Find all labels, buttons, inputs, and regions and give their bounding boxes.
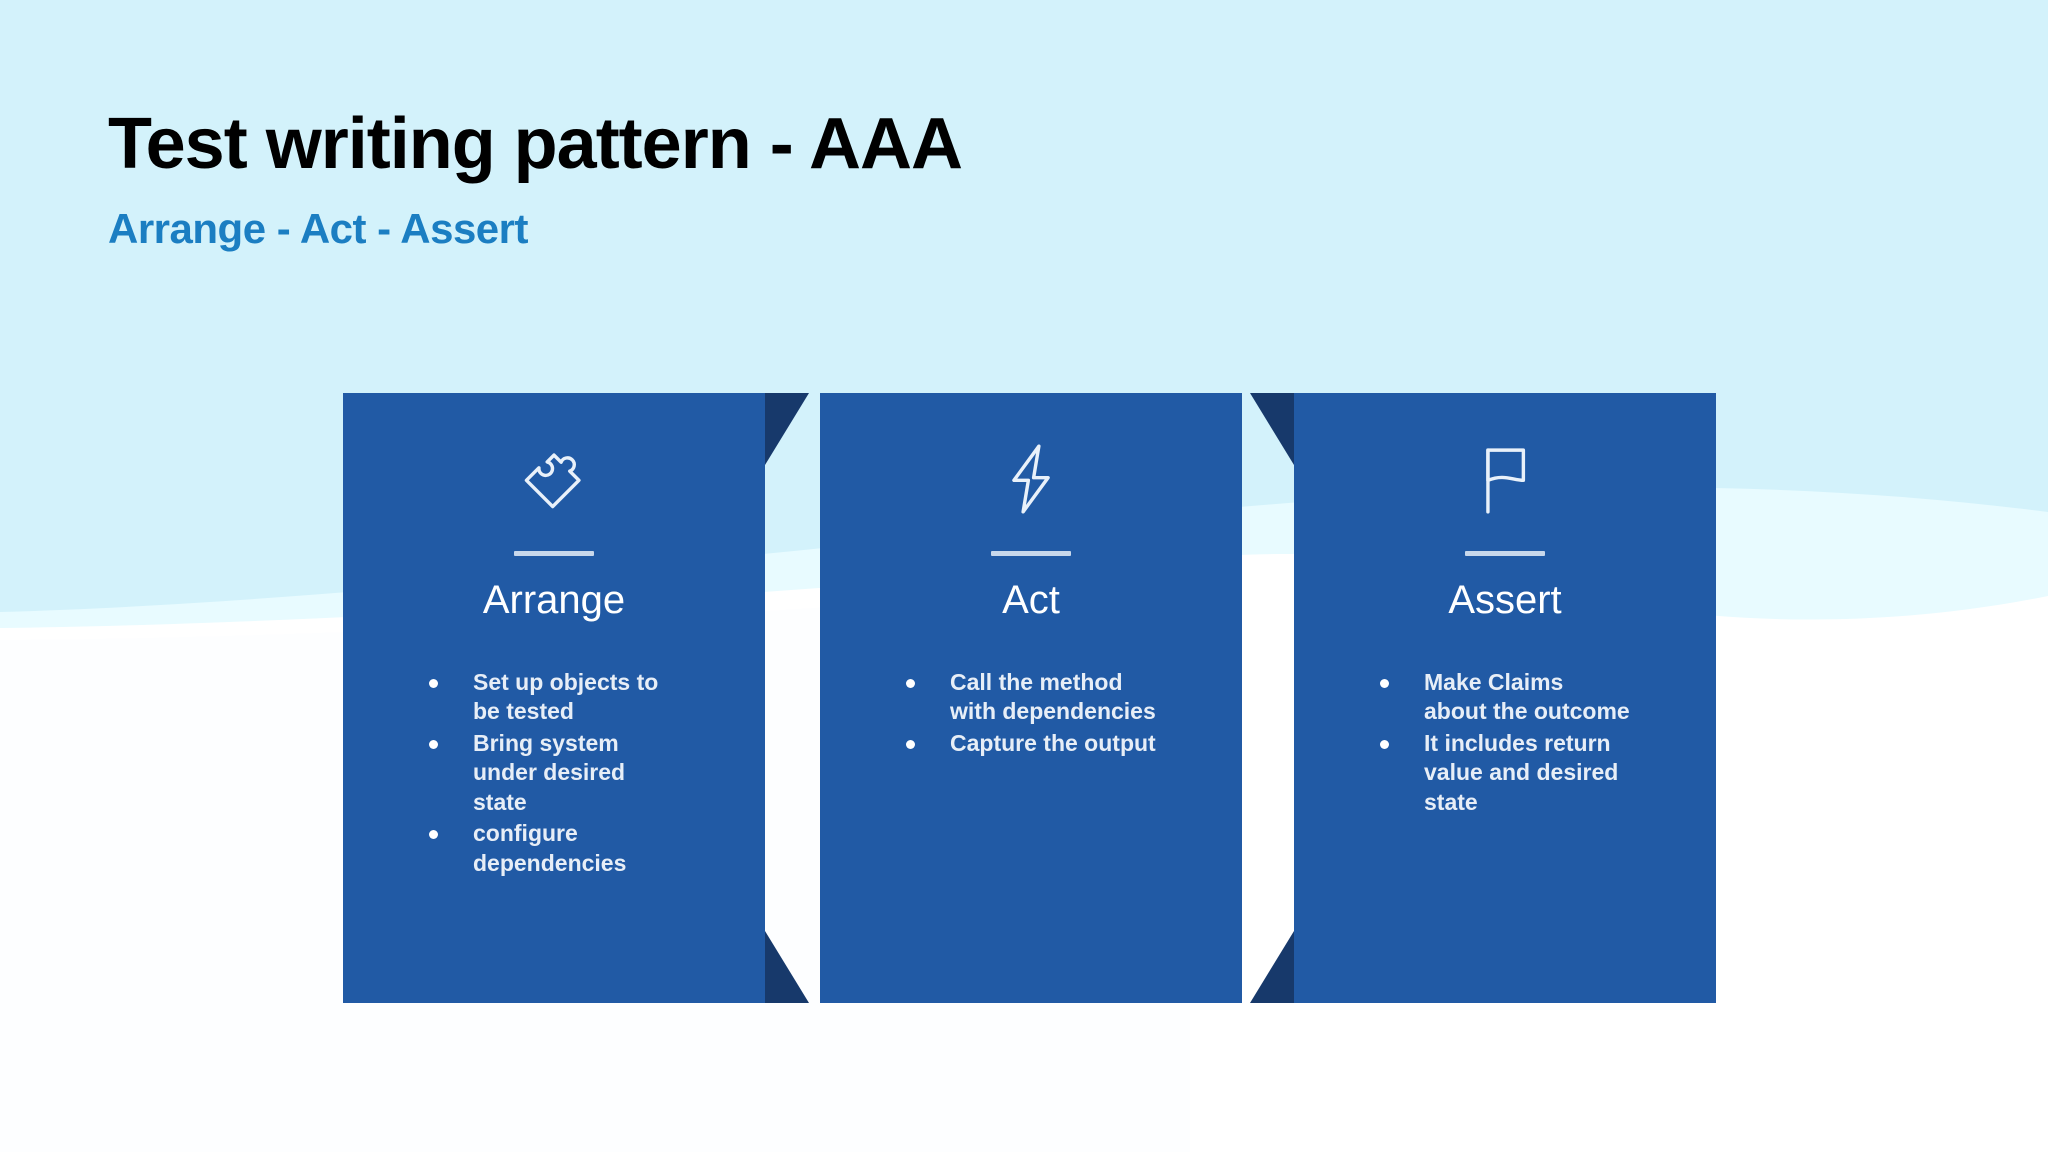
flag-icon bbox=[1463, 437, 1547, 521]
card-title: Assert bbox=[1448, 578, 1562, 622]
page-subtitle: Arrange - Act - Assert bbox=[108, 205, 529, 252]
card-act[interactable]: Act Call the method with dependencies Ca… bbox=[820, 393, 1242, 1003]
ribbon-fold-top-right-card-1 bbox=[765, 393, 809, 465]
card-divider bbox=[514, 551, 594, 556]
page-title: Test writing pattern - AAA bbox=[108, 104, 963, 184]
list-item: Make Claims about the outcome bbox=[1380, 668, 1630, 727]
ribbon-fold-top-left-card-3 bbox=[1250, 393, 1294, 465]
ribbon-fold-bottom-right-card-1 bbox=[765, 931, 809, 1003]
card-divider bbox=[991, 551, 1071, 556]
card-bullet-list: Call the method with dependencies Captur… bbox=[906, 668, 1156, 758]
list-item: Bring system under desired state bbox=[429, 729, 679, 817]
card-title: Arrange bbox=[482, 578, 626, 622]
ribbon-fold-bottom-left-card-3 bbox=[1250, 931, 1294, 1003]
list-item: Call the method with dependencies bbox=[906, 668, 1156, 727]
card-bullet-list: Set up objects to be tested Bring system… bbox=[429, 668, 679, 878]
card-divider bbox=[1465, 551, 1545, 556]
card-bullet-list: Make Claims about the outcome It include… bbox=[1380, 668, 1630, 817]
card-title: Act bbox=[1002, 578, 1060, 622]
list-item: configure dependencies bbox=[429, 819, 679, 878]
card-arrange[interactable]: Arrange Set up objects to be tested Brin… bbox=[343, 393, 765, 1003]
card-assert[interactable]: Assert Make Claims about the outcome It … bbox=[1294, 393, 1716, 1003]
puzzle-piece-icon bbox=[512, 437, 596, 521]
list-item: Set up objects to be tested bbox=[429, 668, 679, 727]
list-item: It includes return value and desired sta… bbox=[1380, 729, 1630, 817]
list-item: Capture the output bbox=[906, 729, 1156, 758]
lightning-bolt-icon bbox=[989, 437, 1073, 521]
